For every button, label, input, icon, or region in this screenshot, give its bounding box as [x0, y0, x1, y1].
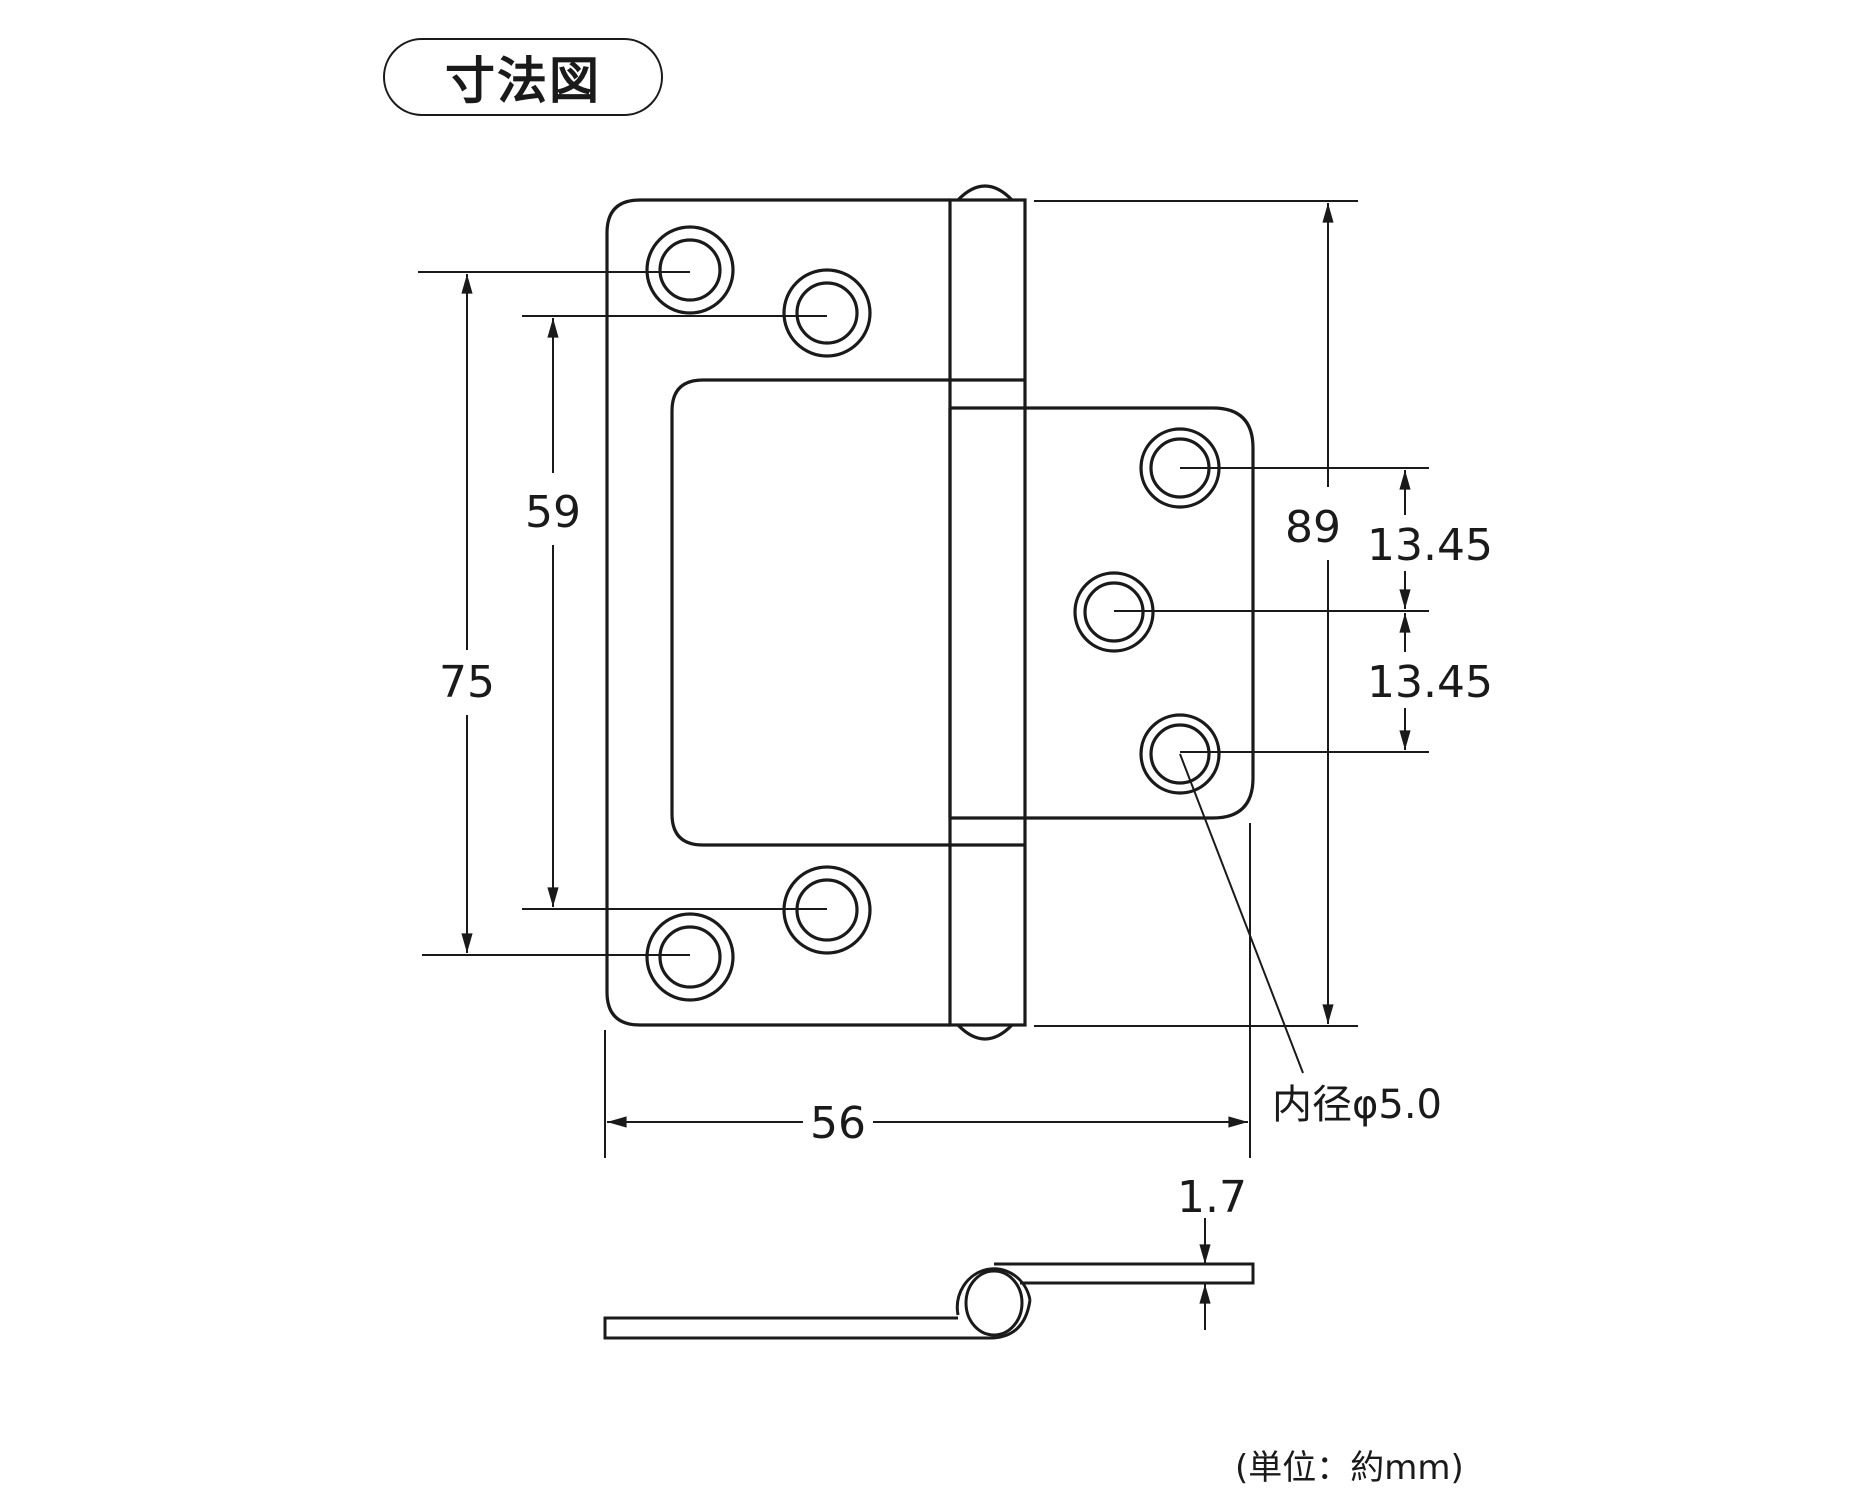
screw-hole — [645, 912, 735, 1002]
screw-hole — [1139, 713, 1221, 795]
pin-cap-top — [956, 184, 1014, 202]
dim-label-1345-lower: 13.45 — [1367, 657, 1493, 708]
side-right-leaf — [994, 1262, 1255, 1285]
dim-label-56: 56 — [810, 1098, 866, 1149]
pin-cap-bottom — [956, 1023, 1014, 1041]
side-knuckle-inner — [964, 1269, 1024, 1337]
dim-label-1345-upper: 13.45 — [1367, 520, 1493, 571]
knuckle-column — [948, 198, 1027, 1027]
title-text: 寸法図 — [445, 52, 601, 110]
dim-label-17: 1.7 — [1177, 1172, 1247, 1223]
screw-hole — [645, 225, 735, 315]
unit-note: (単位：約mm) — [1235, 1448, 1464, 1488]
left-leaf-cutout — [670, 378, 950, 847]
right-leaf-outline — [1025, 406, 1255, 820]
dim-label-59: 59 — [525, 487, 581, 538]
title-badge: 寸法図 — [383, 38, 663, 116]
dim-label-75: 75 — [439, 657, 495, 708]
dim-label-89: 89 — [1285, 502, 1341, 553]
side-knuckle-outer — [955, 1267, 1032, 1316]
diameter-leader — [1179, 753, 1304, 1074]
left-leaf-outline — [605, 198, 950, 1027]
hinge-front-view — [605, 184, 1255, 1041]
dimension-labels: 75 59 89 13.45 13.45 56 1.7 内径φ5.0 — [439, 487, 1493, 1223]
screw-hole — [782, 268, 872, 358]
dim-label-inner-diameter: 内径φ5.0 — [1272, 1082, 1442, 1128]
hinge-side-view — [603, 1262, 1255, 1340]
side-left-leaf — [603, 1299, 1032, 1340]
dimension-lines — [418, 200, 1429, 1330]
